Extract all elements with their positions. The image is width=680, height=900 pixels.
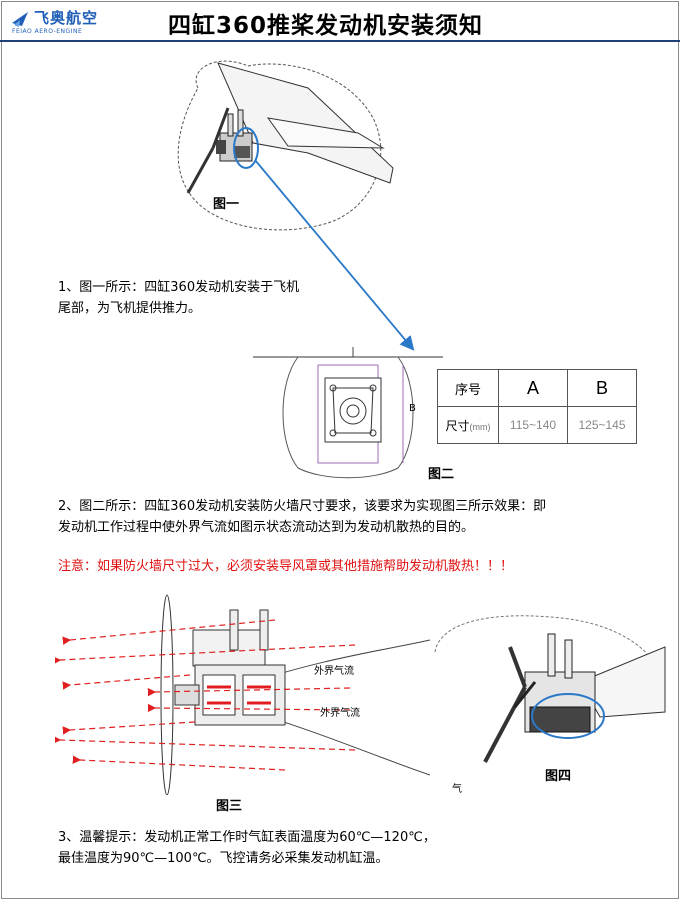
header-divider xyxy=(0,40,680,42)
size-label: 尺寸 xyxy=(445,418,470,433)
page-title: 四缸360推桨发动机安装须知 xyxy=(168,13,484,39)
table-value-a: 115~140 xyxy=(498,406,568,444)
table-row-label: 尺寸(mm) xyxy=(437,406,499,444)
figure2-caption: 图二 xyxy=(428,467,455,482)
figure4-caption: 图四 xyxy=(545,769,572,784)
airflow-label-lower: 外界气流 xyxy=(320,708,360,719)
figure1-illustration xyxy=(177,60,394,231)
unit-label: (mm) xyxy=(469,421,491,432)
figure4-engine-closeup xyxy=(434,615,666,763)
figure3-airflow-illustration xyxy=(55,594,431,795)
note2-line1: 2、图二所示：四缸360发动机安装防火墙尺寸要求，该要求为实现图三所示效果：即 xyxy=(58,499,547,514)
table-header-row: 序号 A B xyxy=(437,369,637,407)
table-header-b: B xyxy=(567,369,637,407)
table-value-b: 125~145 xyxy=(567,406,637,444)
note2-line2: 发动机工作过程中使外界气流如图示状态流动达到为发动机散热的目的。 xyxy=(58,520,475,535)
note1-line2: 尾部，为飞机提供推力。 xyxy=(58,301,202,316)
table-row: 尺寸(mm) 115~140 125~145 xyxy=(437,406,637,444)
dimension-table: 序号 A B 尺寸(mm) 115~140 125~145 xyxy=(437,369,637,444)
brand-logo: 飞奥航空 FEIAO AERO-ENGINE xyxy=(10,7,130,39)
figure1-caption: 图一 xyxy=(213,197,240,212)
logo-text-en: FEIAO AERO-ENGINE xyxy=(12,28,83,35)
table-header-a: A xyxy=(498,369,568,407)
note3-line2: 最佳温度为90℃—100℃。飞控请务必采集发动机缸温。 xyxy=(58,851,389,866)
figure2-firewall-drawing xyxy=(253,347,443,479)
logo-text-cn: 飞奥航空 xyxy=(34,9,99,27)
note3-line1: 3、温馨提示：发动机正常工作时气缸表面温度为60℃—120℃， xyxy=(58,830,436,845)
dimension-mark: B xyxy=(409,403,416,414)
figure3-caption: 图三 xyxy=(216,799,243,814)
note1-line1: 1、图一所示：四缸360发动机安装于飞机 xyxy=(58,280,300,295)
airflow-label-upper: 外界气流 xyxy=(314,666,354,677)
table-header-index: 序号 xyxy=(437,369,499,407)
logo-wing-icon xyxy=(12,12,28,27)
stray-label: 气 xyxy=(452,784,462,795)
warning-text: 注意：如果防火墙尺寸过大，必须安装导风罩或其他措施帮助发动机散热！！！ xyxy=(58,559,514,574)
